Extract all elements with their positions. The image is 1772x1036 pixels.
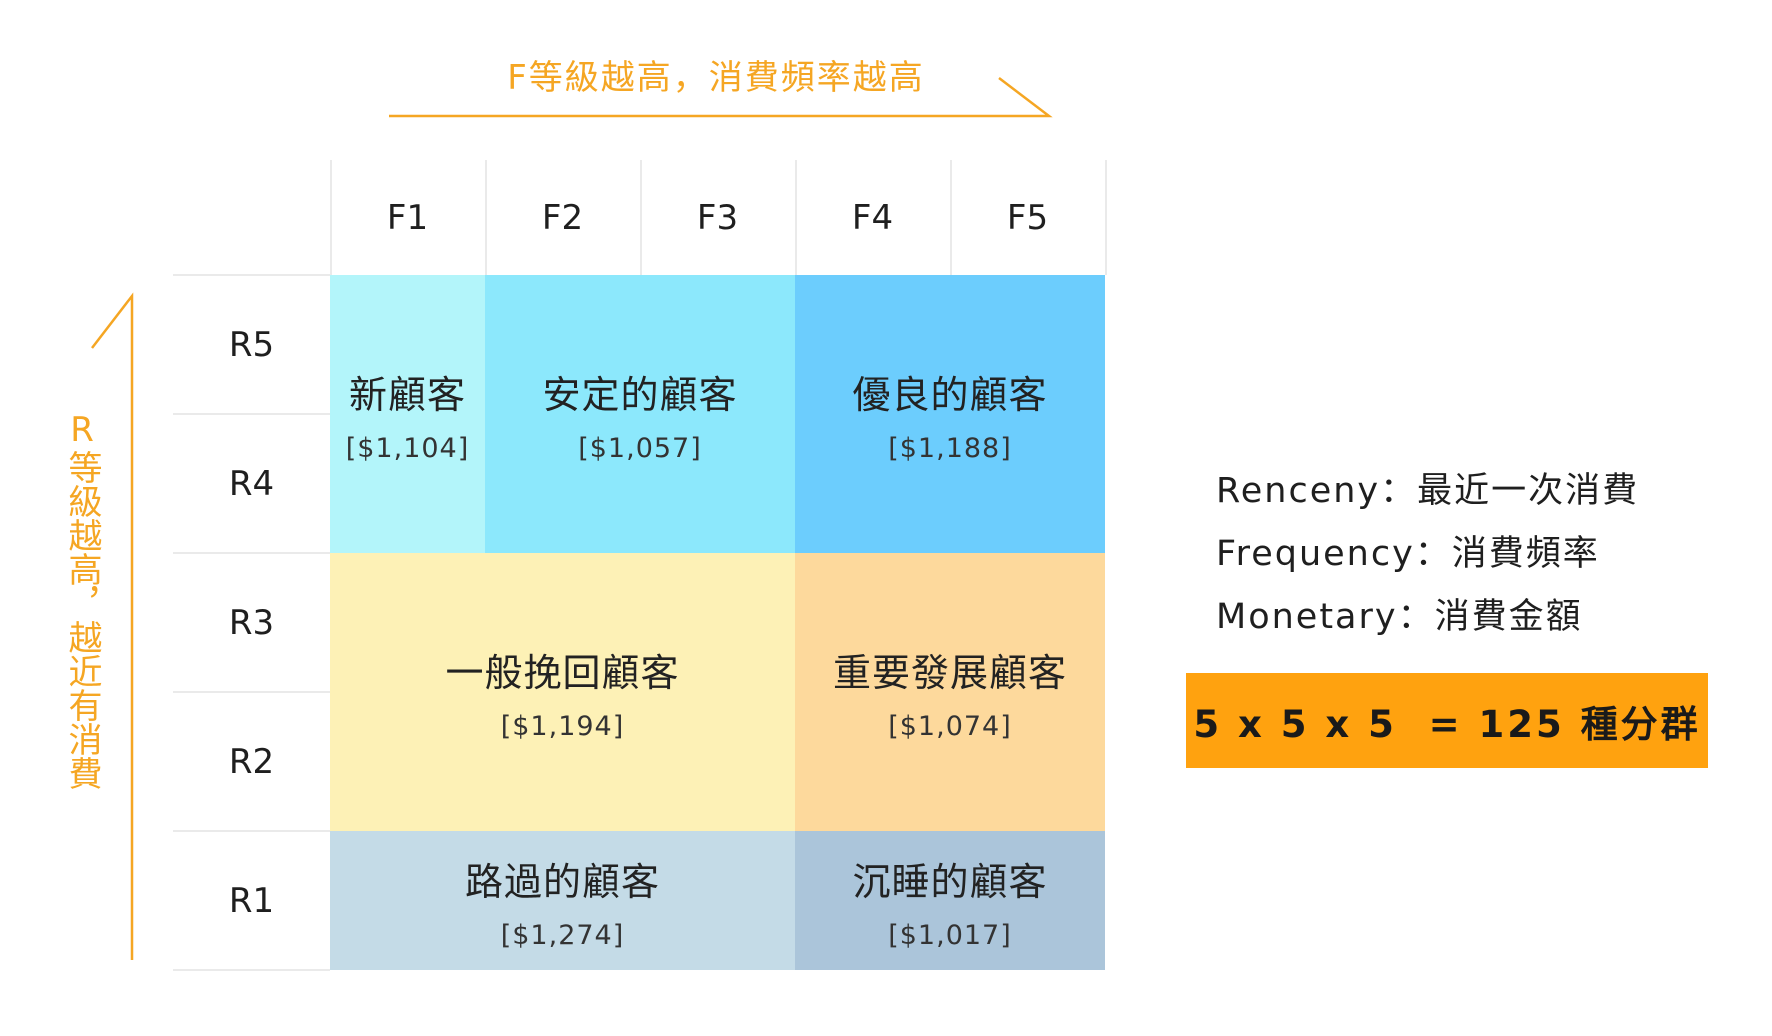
segment-name: 安定的顧客	[542, 373, 738, 417]
row-header-r2: R2	[228, 741, 275, 782]
segment-name: 重要發展顧客	[832, 651, 1067, 695]
segment-value: [$1,017]	[888, 919, 1012, 951]
segment-name: 優良的顧客	[852, 373, 1048, 417]
segment-name: 沉睡的顧客	[852, 859, 1048, 904]
segment-name: 路過的顧客	[464, 859, 660, 904]
grid-line	[173, 969, 330, 971]
segment-new-customer: 新顧客 [$1,104]	[330, 275, 485, 553]
grid-line	[173, 274, 330, 276]
f-axis-title: F等級越高，消費頻率越高	[507, 58, 925, 98]
r-axis-title: R等級越高，越近有消費	[62, 410, 102, 790]
segment-value: [$1,104]	[345, 433, 470, 464]
segment-value: [$1,194]	[500, 711, 625, 742]
grid-line	[173, 830, 330, 832]
f-axis-arrow	[389, 77, 1053, 118]
segment-name: 新顧客	[348, 373, 466, 417]
segment-value: [$1,057]	[578, 433, 702, 464]
grid-line	[330, 160, 332, 275]
segment-excellent-customer: 優良的顧客 [$1,188]	[795, 275, 1105, 553]
row-header-r5: R5	[228, 324, 275, 365]
segment-dormant-customer: 沉睡的顧客 [$1,017]	[795, 831, 1105, 970]
row-header-r1: R1	[228, 880, 275, 921]
legend-recency: Renceny：最近一次消費	[1216, 471, 1640, 511]
column-header-f3: F3	[696, 197, 739, 238]
segment-name: 一般挽回顧客	[445, 651, 680, 695]
segment-value: [$1,074]	[888, 711, 1012, 742]
legend-monetary: Monetary：消費金額	[1216, 597, 1583, 637]
column-header-f2: F2	[541, 197, 584, 238]
column-header-f5: F5	[1006, 197, 1049, 238]
grid-line	[950, 160, 952, 275]
grid-line	[1105, 160, 1107, 275]
grid-line	[795, 160, 797, 275]
grid-line	[640, 160, 642, 275]
segment-value: [$1,188]	[888, 433, 1012, 464]
row-header-r4: R4	[228, 463, 275, 504]
column-header-f4: F4	[851, 197, 894, 238]
column-header-f1: F1	[386, 197, 429, 238]
legend-frequency: Frequency：消費頻率	[1216, 534, 1600, 574]
r-axis-arrow	[91, 292, 134, 960]
segment-key-development-customer: 重要發展顧客 [$1,074]	[795, 553, 1105, 831]
grid-line	[173, 691, 330, 693]
grid-line	[173, 413, 330, 415]
segment-passing-customer: 路過的顧客 [$1,274]	[330, 831, 795, 970]
grid-line	[173, 552, 330, 554]
grid-line	[485, 160, 487, 275]
segment-value: [$1,274]	[500, 919, 625, 951]
segment-general-winback-customer: 一般挽回顧客 [$1,194]	[330, 553, 795, 831]
formula-box: 5 x 5 x 5 = 125 種分群	[1186, 673, 1708, 768]
row-header-r3: R3	[228, 602, 275, 643]
segment-stable-customer: 安定的顧客 [$1,057]	[485, 275, 795, 553]
